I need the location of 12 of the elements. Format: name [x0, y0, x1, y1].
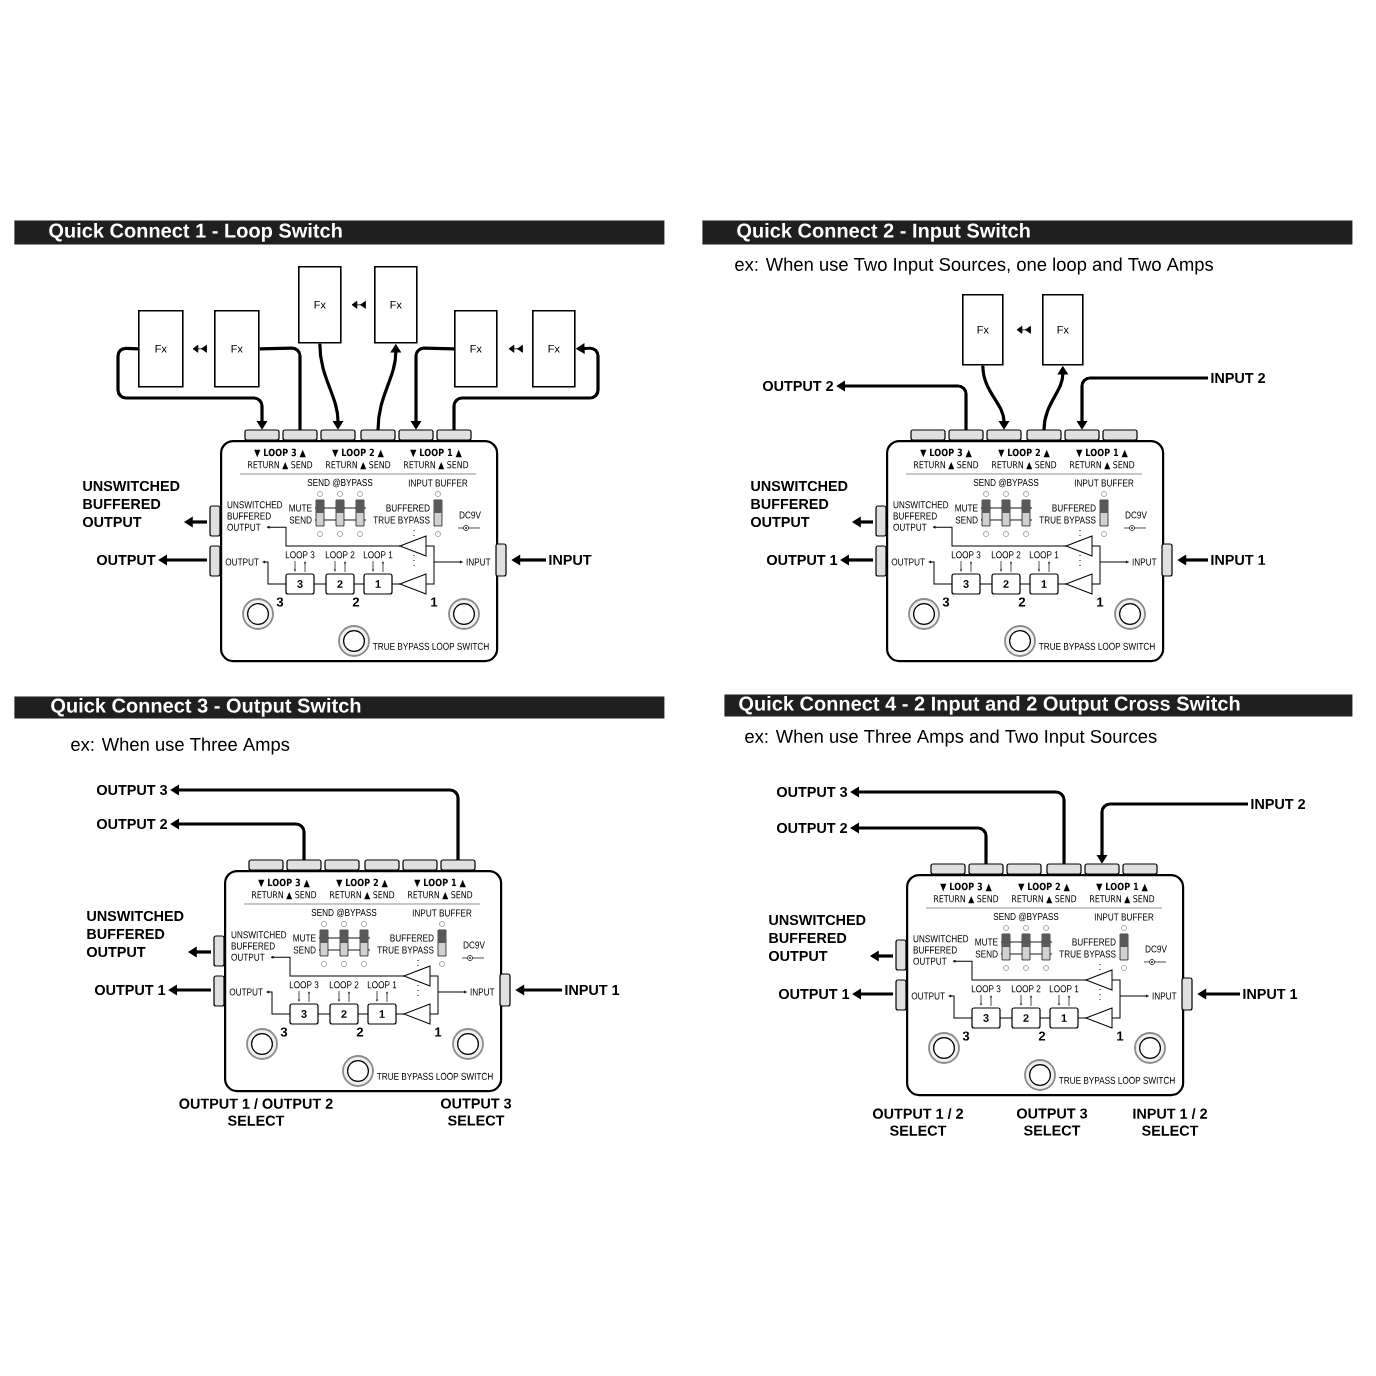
subtitle: ex: When use Three Amps and Two Input Sources: [745, 729, 1157, 747]
header-bar: Quick Connect 2 - Input Switch: [702, 220, 1353, 245]
double-chevron: [351, 300, 366, 309]
header-bar: Quick Connect 4 - 2 Input and 2 Output Cross Switch: [724, 694, 1353, 717]
header-bar: Quick Connect 1 - Loop Switch: [14, 220, 665, 245]
subtitle: ex: When use Three Amps: [71, 737, 290, 755]
double-chevron: [1016, 325, 1031, 334]
subtitle: ex: When use Two Input Sources, one loop and Two Amps: [735, 257, 1213, 275]
header-bar: Quick Connect 3 - Output Switch: [14, 696, 665, 719]
double-chevron: [192, 344, 207, 353]
connector-line: [259, 346, 302, 430]
double-chevron: [508, 344, 523, 353]
